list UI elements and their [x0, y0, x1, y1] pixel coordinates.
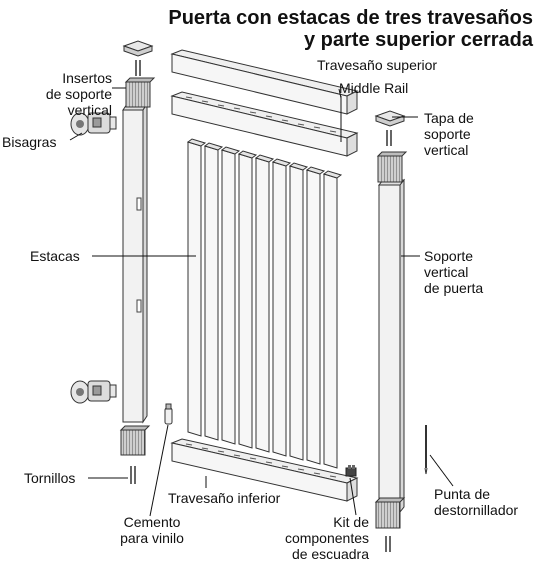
label-bracket-kit: Kit de componentes de escuadra: [284, 514, 369, 562]
right-post-cap: [374, 110, 406, 127]
label-vinyl-cement: Cemento para vinilo: [120, 514, 184, 546]
pickets: [186, 138, 343, 469]
left-bottom-screws: [130, 466, 136, 484]
right-bottom-insert: [374, 497, 406, 529]
diagram-title-line-2: y parte superior cerrada: [304, 29, 533, 51]
bracket-kit: [345, 465, 357, 477]
left-cap-screws: [135, 60, 141, 76]
label-middle-rail: Middle Rail: [339, 80, 409, 96]
driver-bit: [424, 425, 428, 475]
label-bottom-rail: Travesaño inferior: [168, 490, 281, 506]
right-bottom-screws: [385, 536, 391, 552]
leader-lines: [69, 87, 454, 517]
vinyl-cement-tube: [164, 403, 173, 425]
left-bottom-insert: [119, 425, 151, 456]
top-rail: [170, 49, 359, 115]
diagram-title-line-1: Puerta con estacas de tres travesaños: [168, 7, 533, 29]
label-pickets: Estacas: [30, 248, 80, 264]
upper-hinge: [70, 112, 117, 136]
left-top-insert: [124, 77, 156, 108]
label-post-inserts: Insertos de soporte vertical: [45, 70, 112, 118]
label-hinges: Bisagras: [2, 134, 57, 150]
bottom-rail: [170, 438, 359, 502]
right-cap-screws: [386, 130, 392, 146]
label-screws: Tornillos: [24, 470, 76, 486]
label-driver-bit: Punta de destornillador: [434, 486, 519, 518]
label-post-cap: Tapa de soporte vertical: [424, 110, 474, 158]
right-top-insert: [376, 151, 408, 183]
left-post: [122, 102, 148, 424]
label-gate-post: Soporte vertical de puerta: [424, 248, 484, 296]
right-post: [377, 178, 406, 514]
middle-rail: [170, 91, 359, 157]
left-post-cap: [122, 40, 154, 57]
lower-hinge: [70, 380, 117, 404]
label-top-rail: Travesaño superior: [317, 57, 438, 73]
